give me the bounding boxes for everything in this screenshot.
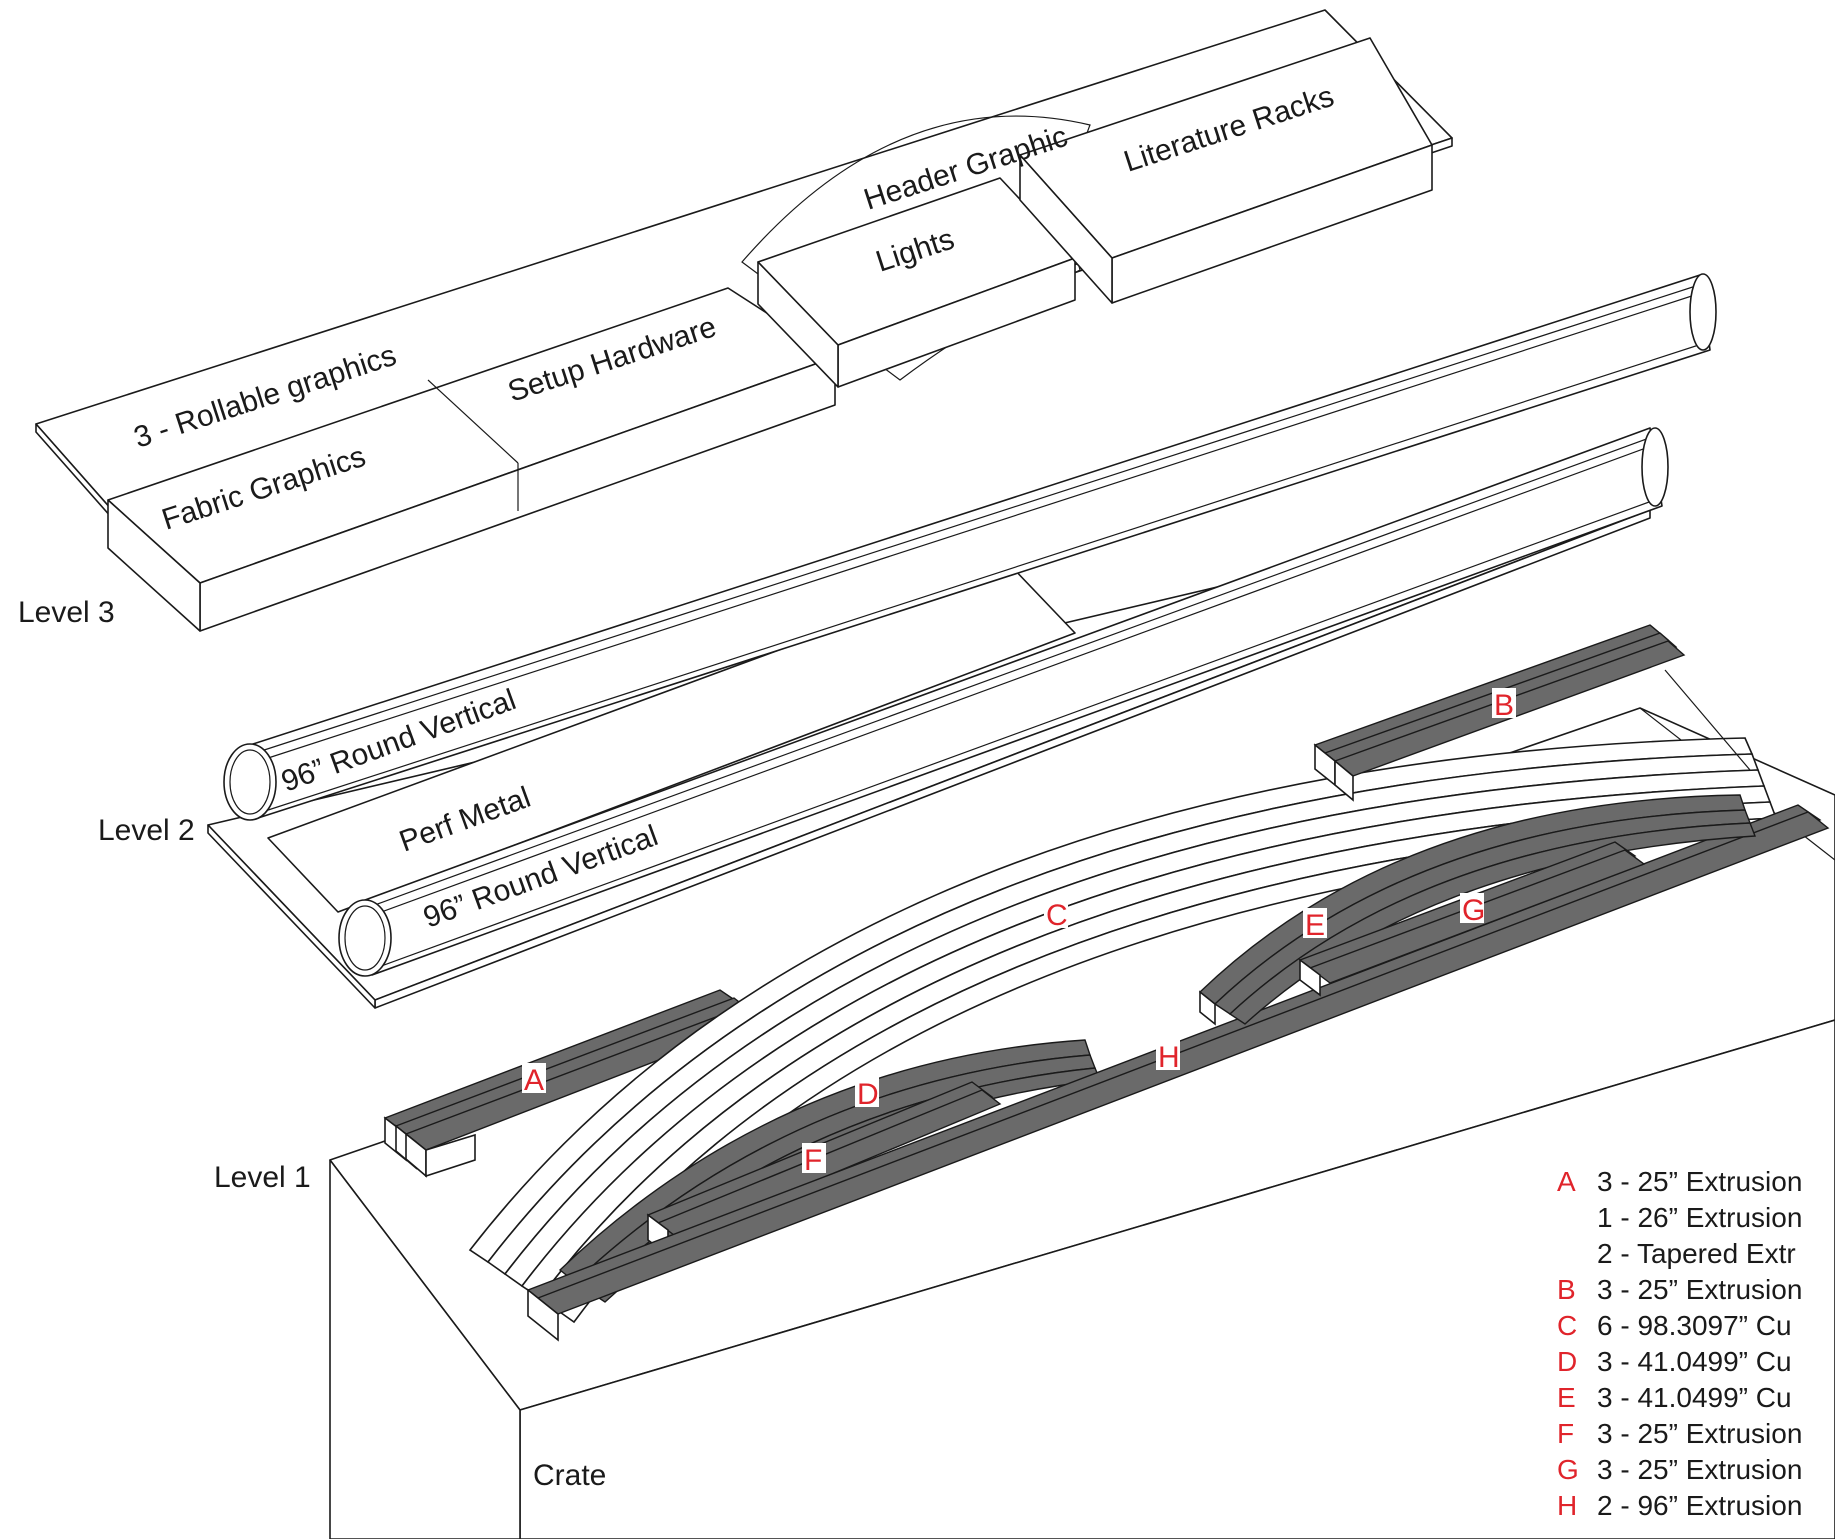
label-crate: Crate: [533, 1459, 606, 1492]
level-2-tray-side: [207, 824, 376, 1009]
legend-text: 3 - 25” Extrusion: [1597, 1418, 1802, 1449]
parts-legend: A 3 - 25” Extrusion 1 - 26” Extrusion 2 …: [1557, 1166, 1802, 1521]
round-vertical-tube-2: [338, 427, 1669, 977]
legend-text: 3 - 25” Extrusion: [1597, 1166, 1802, 1197]
label-level-3: Level 3: [18, 596, 115, 629]
round-vertical-tube-1: [223, 273, 1717, 821]
callout-h: H: [1158, 1041, 1180, 1074]
level-1-group: Level 1 Crate: [214, 624, 1835, 1539]
legend-text: 2 - Tapered Extr: [1597, 1238, 1796, 1269]
label-level-1: Level 1: [214, 1161, 311, 1194]
callout-d: D: [857, 1078, 879, 1111]
legend-text: 1 - 26” Extrusion: [1597, 1202, 1802, 1233]
callout-a: A: [524, 1064, 544, 1097]
legend-letter: A: [1557, 1166, 1576, 1197]
legend-letter: C: [1557, 1310, 1577, 1341]
legend-text: 3 - 25” Extrusion: [1597, 1454, 1802, 1485]
legend-letter: H: [1557, 1490, 1577, 1521]
curved-extrusion-group-c: [468, 737, 1784, 1324]
callout-f: F: [804, 1144, 822, 1177]
crate-side: [329, 1159, 521, 1539]
legend-text: 3 - 41.0499” Cu: [1597, 1382, 1792, 1413]
lights-box-side: [757, 261, 839, 388]
legend-text: 3 - 25” Extrusion: [1597, 1274, 1802, 1305]
legend-letter: F: [1557, 1418, 1574, 1449]
legend-letter: D: [1557, 1346, 1577, 1377]
callout-g: G: [1462, 894, 1485, 927]
literature-box-side: [1019, 154, 1113, 304]
level-3-group: 3 - Rollable graphics Fabric Graphics Se…: [18, 9, 1453, 632]
legend-text: 2 - 96” Extrusion: [1597, 1490, 1802, 1521]
callout-b: B: [1494, 689, 1514, 722]
callout-c: C: [1046, 899, 1068, 932]
fabric-box-side: [107, 499, 201, 632]
level-2-group: 96” Round Vertical Perf Metal 96” Round …: [98, 273, 1717, 1009]
callout-e: E: [1305, 909, 1325, 942]
label-level-2: Level 2: [98, 814, 195, 847]
legend-text: 6 - 98.3097” Cu: [1597, 1310, 1792, 1341]
legend-letter: E: [1557, 1382, 1576, 1413]
legend-letter: B: [1557, 1274, 1576, 1305]
callouts: A B C D E F G H: [522, 688, 1516, 1177]
extrusion-group-a: [383, 989, 764, 1178]
legend-text: 3 - 41.0499” Cu: [1597, 1346, 1792, 1377]
legend-letter: G: [1557, 1454, 1579, 1485]
fabric-setup-divider: [427, 379, 519, 464]
